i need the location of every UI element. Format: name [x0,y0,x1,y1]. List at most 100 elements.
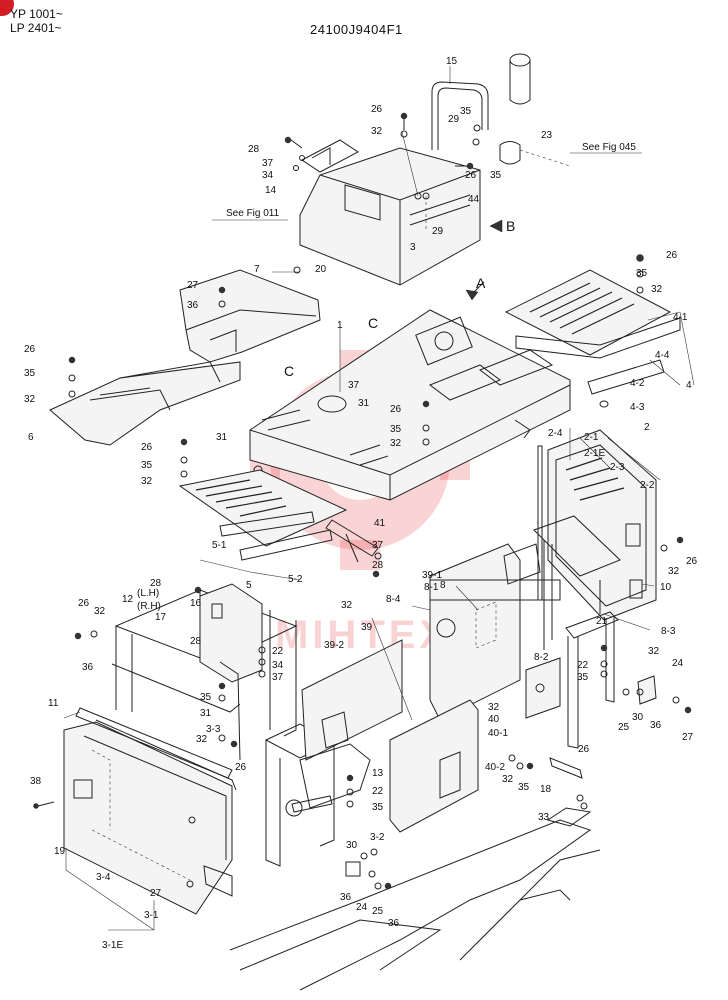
part-number-label: 8-4 [386,594,401,605]
part-number-label: 4 [686,380,692,391]
part-number-label: 13 [372,768,384,779]
part-number-label: 35 [460,106,472,117]
part-number-label: 36 [388,918,400,929]
part-number-label: 32 [196,734,208,745]
part-number-label: 40-1 [488,728,508,739]
part-number-label: 35 [636,268,648,279]
part-number-label: 37 [348,380,360,391]
part-number-label: 36 [187,300,199,311]
inner-panels [299,543,561,833]
part-number-label: 31 [216,432,228,443]
part-number-label: 14 [265,185,277,196]
step-plate-5 [178,469,379,563]
part-number-label: 2-4 [548,428,563,439]
part-number-label: 31 [358,398,370,409]
side-label-rh: (R.H) [137,601,161,612]
part-number-label: 16 [190,598,202,609]
part-number-label: 35 [518,782,530,793]
part-number-label: 36 [82,662,94,673]
part-number-label: 35 [577,672,589,683]
part-number-label: 31 [200,708,212,719]
main-hood: A C C [249,275,571,501]
part-number-label: 32 [141,476,153,487]
part-number-label: 17 [155,612,167,623]
part-number-label: 26 [235,762,247,773]
part-number-label: 4-2 [630,378,645,389]
part-number-label: 25 [618,722,630,733]
part-number-label: 15 [446,56,458,67]
part-number-label: 22 [372,786,384,797]
side-panel-4 [504,269,695,408]
part-number-label: 3-2 [370,832,385,843]
view-a-label: A [476,275,486,291]
part-number-label: 4-3 [630,402,645,413]
part-number-label: 1 [337,320,343,331]
right-frame-21 [533,515,657,827]
corner-marker-icon [0,0,14,16]
part-number-label: 22 [272,646,284,657]
side-label-lh: (L.H) [137,588,159,599]
part-number-label: 28 [248,144,260,155]
part-number-label: 27 [682,732,694,743]
ref-fig-011: See Fig 011 [226,208,280,219]
part-number-label: 32 [341,600,353,611]
part-number-label: 37 [272,672,284,683]
part-number-label: 41 [374,518,386,529]
part-number-label: 39-2 [324,640,344,651]
ref-fig-045: See Fig 045 [582,142,636,153]
part-number-label: 8-1 [424,582,439,593]
part-number-label: 10 [660,582,672,593]
part-number-label: 30 [632,712,644,723]
part-number-label: 32 [502,774,514,785]
part-number-label: 2-2 [640,480,655,491]
part-number-label: 36 [650,720,662,731]
part-number-label: 35 [141,460,153,471]
part-number-label: 11 [48,698,59,709]
part-number-label: 32 [94,606,106,617]
part-number-label: 19 [54,846,66,857]
view-c-label-2: C [284,363,294,379]
part-number-label: 29 [448,114,460,125]
part-number-label: 39 [361,622,373,633]
left-frame [111,583,336,867]
part-number-label: 35 [490,170,502,181]
part-number-label: 40 [488,714,500,725]
part-number-label: 26 [666,250,678,261]
part-number-label: 21 [596,616,608,627]
part-number-label: 2-3 [610,462,625,473]
part-number-label: 37 [372,540,384,551]
part-number-label: 3-4 [96,872,111,883]
fasteners [68,254,692,890]
part-number-label: 35 [200,692,212,703]
part-number-label: 7 [254,264,260,275]
view-b-label: B [506,218,515,234]
part-number-label: 26 [141,442,153,453]
part-number-label: 44 [468,194,480,205]
part-number-label: 35 [372,802,384,813]
part-number-label: 38 [30,776,42,787]
part-number-label: 32 [24,394,36,405]
model-line-2: LP 2401~ [10,21,62,35]
part-number-label: 35 [390,424,402,435]
part-number-label: 26 [78,598,90,609]
part-number-label: 3-1E [102,940,123,951]
drawing-code: 24100J9404F1 [310,22,403,37]
part-number-label: 12 [122,594,134,605]
part-number-label: 8 [440,580,446,591]
part-number-label: 28 [190,636,202,647]
part-number-label: 23 [541,130,553,141]
part-number-label: 32 [648,646,660,657]
part-number-label: 6 [28,432,34,443]
part-number-label: 34 [262,170,274,181]
part-number-label: 24 [672,658,684,669]
part-number-label: 32 [651,284,663,295]
part-number-label: 33 [538,812,550,823]
part-number-label: 28 [150,578,162,589]
part-number-label: 36 [340,892,352,903]
chassis-base [229,819,601,991]
part-number-label: 40-2 [485,762,505,773]
part-number-label: 22 [577,660,589,671]
part-number-label: 8-3 [661,626,676,637]
part-number-label: 32 [390,438,402,449]
